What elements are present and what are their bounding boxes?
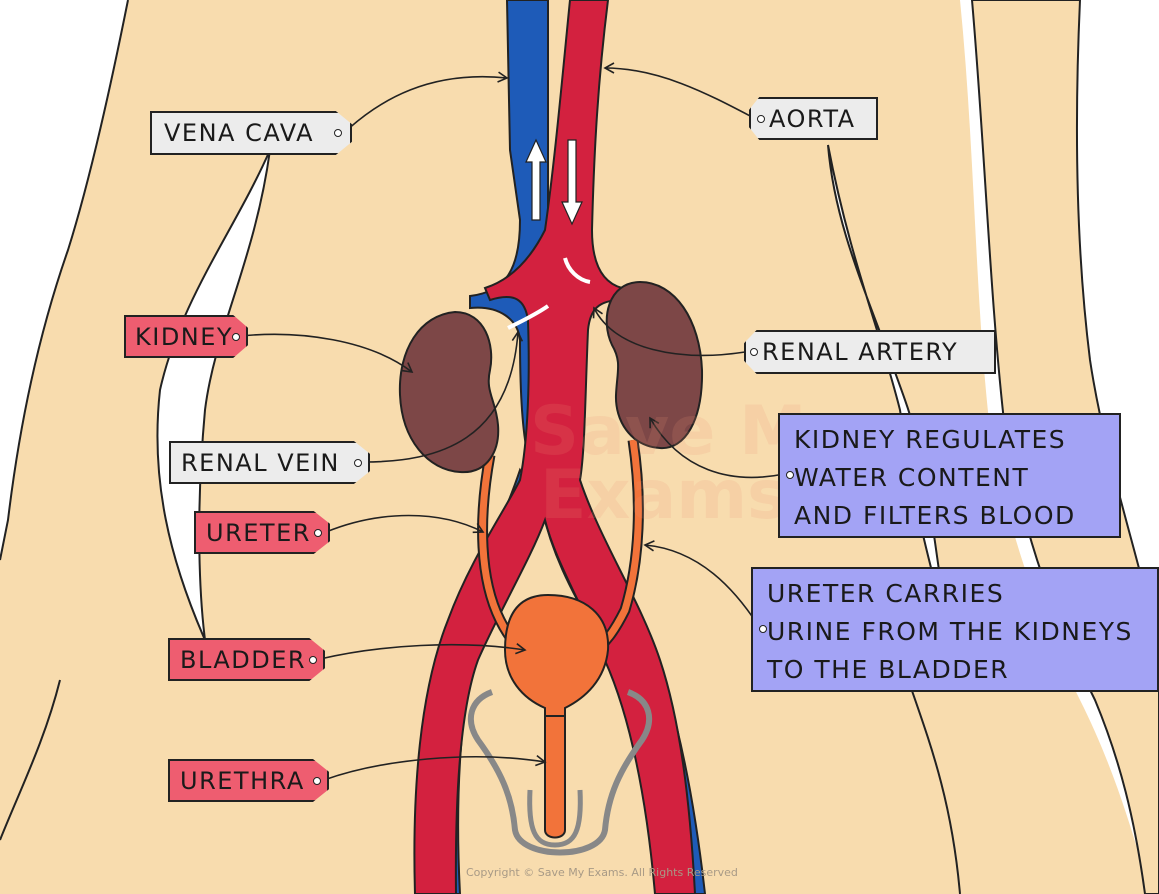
label-renal-vein-text: RENAL VEIN bbox=[181, 451, 340, 475]
label-hole bbox=[314, 529, 322, 537]
label-hole bbox=[757, 115, 765, 123]
copyright-text: Copyright © Save My Exams. All Rights Re… bbox=[466, 866, 738, 879]
label-vena-cava-text: VENA CAVA bbox=[164, 121, 314, 145]
label-kidney-text: KIDNEY bbox=[135, 325, 233, 349]
label-aorta-text: AORTA bbox=[769, 107, 856, 131]
note-kidney-line-2: WATER CONTENT bbox=[794, 459, 1119, 497]
label-hole bbox=[750, 348, 758, 356]
label-renal-artery: RENAL ARTERY bbox=[744, 330, 996, 374]
label-renal-vein: RENAL VEIN bbox=[169, 441, 370, 484]
note-kidney: KIDNEY REGULATES WATER CONTENT AND FILTE… bbox=[778, 413, 1121, 538]
note-ureter-line-1: URETER CARRIES bbox=[767, 575, 1157, 613]
label-hole bbox=[334, 129, 342, 137]
note-hole bbox=[786, 471, 794, 479]
label-hole bbox=[309, 656, 317, 664]
label-hole bbox=[232, 333, 240, 341]
label-bladder: BLADDER bbox=[168, 638, 325, 681]
note-ureter-line-2: URINE FROM THE KIDNEYS bbox=[767, 613, 1157, 651]
note-ureter-line-3: TO THE BLADDER bbox=[767, 651, 1157, 689]
label-urethra: URETHRA bbox=[168, 759, 329, 802]
watermark-line-2: Exams bbox=[540, 456, 788, 535]
note-kidney-line-1: KIDNEY REGULATES bbox=[794, 421, 1119, 459]
note-hole bbox=[759, 625, 767, 633]
note-ureter: URETER CARRIES URINE FROM THE KIDNEYS TO… bbox=[751, 567, 1159, 692]
label-hole bbox=[354, 459, 362, 467]
label-aorta: AORTA bbox=[749, 97, 878, 140]
label-renal-artery-text: RENAL ARTERY bbox=[762, 340, 958, 364]
note-kidney-line-3: AND FILTERS BLOOD bbox=[794, 497, 1119, 535]
label-bladder-text: BLADDER bbox=[180, 648, 306, 672]
label-kidney: KIDNEY bbox=[124, 315, 248, 358]
label-ureter-text: URETER bbox=[206, 521, 311, 545]
label-hole bbox=[313, 777, 321, 785]
label-vena-cava: VENA CAVA bbox=[150, 111, 352, 155]
label-urethra-text: URETHRA bbox=[180, 769, 305, 793]
urethra bbox=[545, 716, 565, 838]
label-ureter: URETER bbox=[194, 511, 330, 554]
